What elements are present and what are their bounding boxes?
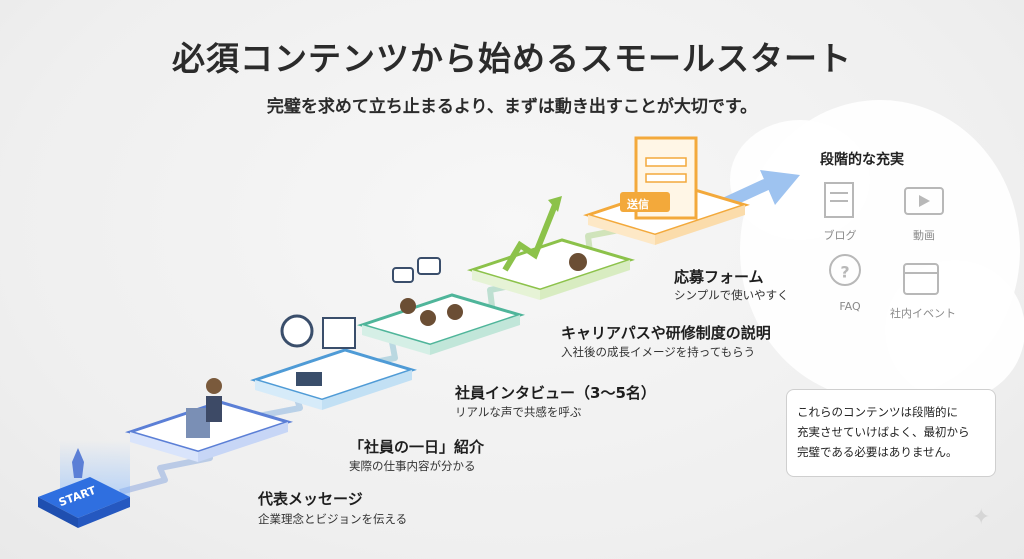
step-platform-3 bbox=[356, 257, 526, 355]
future-event-label: 社内イベント bbox=[890, 307, 956, 320]
video-icon bbox=[904, 187, 944, 215]
note-line: 完璧である必要はありません。 bbox=[797, 445, 958, 459]
step-platform-5 bbox=[583, 136, 750, 245]
note-box: これらのコンテンツは段階的に 充実させていけばよく、最初から 完璧である必要はあ… bbox=[786, 389, 996, 477]
step-2-desc: 実際の仕事内容が分かる bbox=[349, 459, 476, 473]
event-calendar-icon bbox=[903, 263, 939, 295]
note-line: これらのコンテンツは段階的に bbox=[797, 405, 958, 419]
step-3-title: 社員インタビュー（3〜5名） bbox=[455, 384, 656, 402]
note-line: 充実させていけばよく、最初から bbox=[797, 425, 970, 439]
start-block bbox=[38, 440, 130, 528]
sparkle-icon: ✦ bbox=[972, 505, 991, 530]
future-faq-label: FAQ bbox=[839, 300, 861, 313]
step-2-title: 「社員の一日」紹介 bbox=[349, 438, 485, 456]
step-5-desc: シンプルで使いやすく bbox=[674, 288, 789, 302]
faq-question-mark: ? bbox=[840, 262, 850, 282]
step-platform-1 bbox=[124, 378, 294, 462]
future-cloud bbox=[730, 100, 1024, 400]
step-1-title: 代表メッセージ bbox=[258, 490, 363, 508]
step-platform-2 bbox=[250, 314, 417, 410]
step-4-title: キャリアパスや研修制度の説明 bbox=[561, 324, 771, 342]
send-button-label: 送信 bbox=[627, 198, 649, 211]
step-platform-4 bbox=[466, 196, 636, 300]
future-video-label: 動画 bbox=[913, 229, 935, 242]
step-1-desc: 企業理念とビジョンを伝える bbox=[258, 512, 408, 526]
future-heading: 段階的な充実 bbox=[820, 152, 904, 168]
blog-icon bbox=[824, 182, 854, 218]
page-subtitle: 完璧を求めて立ち止まるより、まずは動き出すことが大切です。 bbox=[266, 97, 758, 117]
page-title: 必須コンテンツから始めるスモールスタート bbox=[172, 39, 852, 78]
faq-icon bbox=[829, 254, 861, 286]
step-5-title: 応募フォーム bbox=[674, 268, 764, 286]
step-3-desc: リアルな声で共感を呼ぶ bbox=[455, 405, 582, 419]
step-4-desc: 入社後の成長イメージを持ってもらう bbox=[561, 345, 756, 359]
future-blog-label: ブログ bbox=[823, 229, 857, 242]
